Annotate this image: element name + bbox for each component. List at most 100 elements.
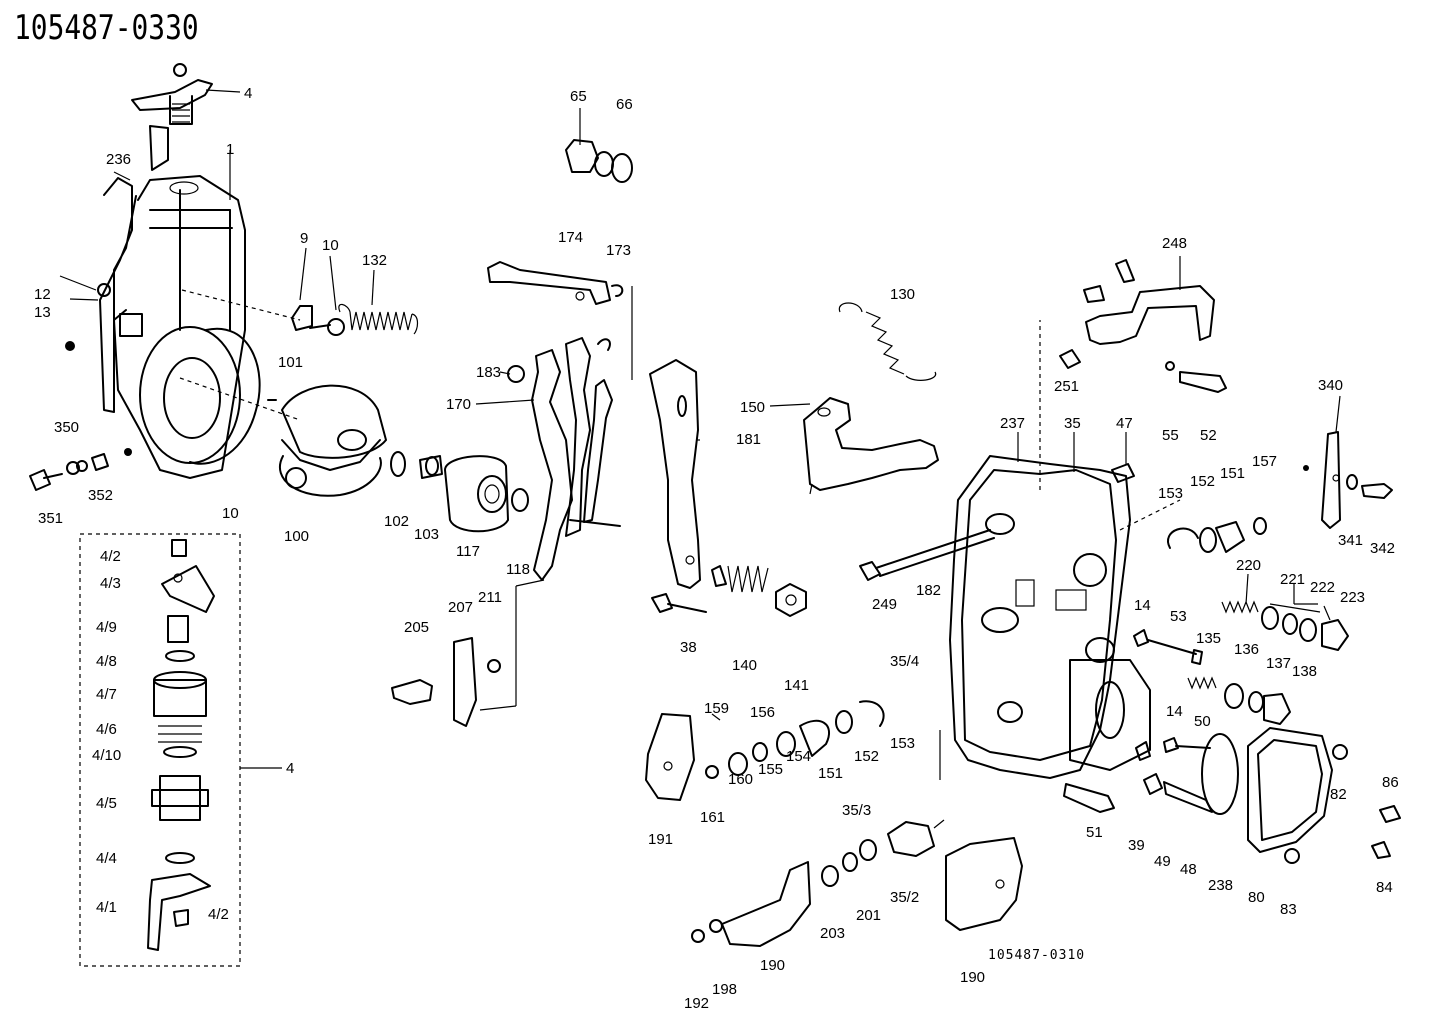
- label-part-152-lower: 152: [854, 748, 880, 765]
- bolt-182-249: [859, 529, 995, 581]
- label-part-47: 47: [1116, 415, 1133, 432]
- label-part-83: 83: [1280, 901, 1297, 918]
- label-part-10-bottom: 10: [222, 505, 239, 522]
- label-part-101: 101: [278, 354, 304, 371]
- label-kit-4-3: 4/3: [100, 575, 121, 592]
- label-kit-4-7: 4/7: [96, 686, 117, 703]
- diagram-title: 105487-0330: [14, 8, 199, 48]
- bracket-340: [1303, 431, 1393, 529]
- label-part-192: 192: [684, 995, 710, 1012]
- flyweight-assembly-100: [267, 384, 387, 497]
- label-kit-4-4: 4/4: [96, 850, 117, 867]
- top-lever-part-4: [131, 63, 241, 171]
- lever-190-left: [691, 861, 811, 947]
- label-part-153-upper: 153: [1158, 485, 1184, 502]
- label-kit-4-6: 4/6: [96, 721, 117, 738]
- label-part-66: 66: [616, 96, 633, 113]
- label-part-160: 160: [728, 771, 754, 788]
- kit-4-box: [79, 533, 241, 967]
- label-part-340: 340: [1318, 377, 1344, 394]
- label-kit-4-2-bottom: 4/2: [208, 906, 229, 923]
- label-part-138: 138: [1292, 663, 1318, 680]
- label-part-84: 84: [1376, 879, 1393, 896]
- label-part-238: 238: [1208, 877, 1234, 894]
- label-part-237: 237: [1000, 415, 1026, 432]
- label-part-352: 352: [88, 487, 114, 504]
- spring-130: [838, 302, 937, 381]
- lever-191: [645, 700, 885, 801]
- label-part-182: 182: [916, 582, 942, 599]
- spring-132: [338, 303, 419, 335]
- label-part-140: 140: [732, 657, 758, 674]
- label-part-207: 207: [448, 599, 474, 616]
- label-part-118: 118: [506, 561, 530, 578]
- label-kit-4-1: 4/1: [96, 899, 117, 916]
- label-part-38: 38: [680, 639, 697, 656]
- shaft-205-lever-207: [391, 579, 545, 727]
- small-plug: [65, 341, 75, 351]
- spring-140-nut-141: [651, 565, 807, 617]
- label-kit-4-10: 4/10: [92, 747, 122, 764]
- label-part-183: 183: [476, 364, 502, 381]
- label-part-152-upper: 152: [1190, 473, 1216, 490]
- label-part-151-lower: 151: [818, 765, 844, 782]
- nut-65-washer-66: [565, 139, 633, 183]
- bracket-248: [1059, 259, 1227, 393]
- label-part-4-top: 4: [244, 85, 253, 102]
- sub-reference-number: 105487-0310: [988, 948, 1086, 963]
- bolts-350-352: [29, 448, 132, 491]
- label-part-155: 155: [758, 761, 784, 778]
- label-part-102: 102: [384, 513, 410, 530]
- label-part-35-2: 35/2: [890, 889, 920, 906]
- label-part-173: 173: [606, 242, 632, 259]
- cover-80: [1201, 727, 1401, 864]
- parts-14-50-39-48-49-51: [1063, 737, 1213, 813]
- label-part-150: 150: [740, 399, 766, 416]
- parts-102-103: [390, 451, 443, 479]
- label-part-1: 1: [226, 141, 235, 158]
- parts-35-2-35-3-201-203: [821, 730, 945, 887]
- label-part-53: 53: [1170, 608, 1187, 625]
- label-part-14-upper: 14: [1134, 597, 1151, 614]
- lever-181: [649, 359, 701, 589]
- label-part-161: 161: [700, 809, 726, 826]
- leader-lines: [113, 108, 1341, 621]
- label-part-190-right: 190: [960, 969, 986, 986]
- label-part-55: 55: [1162, 427, 1179, 444]
- label-part-49: 49: [1154, 853, 1171, 870]
- label-part-130: 130: [890, 286, 916, 303]
- tension-lever-170: [507, 286, 633, 581]
- label-part-82: 82: [1330, 786, 1347, 803]
- label-part-156: 156: [750, 704, 776, 721]
- label-part-135: 135: [1196, 630, 1222, 647]
- label-part-211: 211: [478, 589, 502, 606]
- kit-4-parts: [147, 539, 282, 951]
- parts-151-153-157: [1167, 517, 1267, 553]
- label-part-151-upper: 151: [1220, 465, 1246, 482]
- label-part-221: 221: [1280, 571, 1306, 588]
- label-part-159: 159: [704, 700, 730, 717]
- label-part-236: 236: [106, 151, 132, 168]
- label-part-249: 249: [872, 596, 898, 613]
- label-part-191: 191: [648, 831, 674, 848]
- stop-screw-9-10: [291, 305, 345, 336]
- label-part-35-3: 35/3: [842, 802, 872, 819]
- label-part-48: 48: [1180, 861, 1197, 878]
- cap-47: [1111, 463, 1135, 483]
- label-part-174: 174: [558, 229, 584, 246]
- label-part-223: 223: [1340, 589, 1366, 606]
- label-kit-4-2-top: 4/2: [100, 548, 121, 565]
- label-part-157: 157: [1252, 453, 1278, 470]
- label-part-220: 220: [1236, 557, 1262, 574]
- label-part-39: 39: [1128, 837, 1145, 854]
- label-part-181: 181: [736, 431, 762, 448]
- main-housing-237: [949, 320, 1181, 779]
- label-part-13: 13: [34, 304, 51, 321]
- label-part-117: 117: [456, 543, 480, 560]
- label-part-103: 103: [414, 526, 440, 543]
- label-part-341: 341: [1338, 532, 1364, 549]
- screw-220-nut-223: [1221, 600, 1349, 651]
- label-part-137: 137: [1266, 655, 1292, 672]
- label-part-203: 203: [820, 925, 846, 942]
